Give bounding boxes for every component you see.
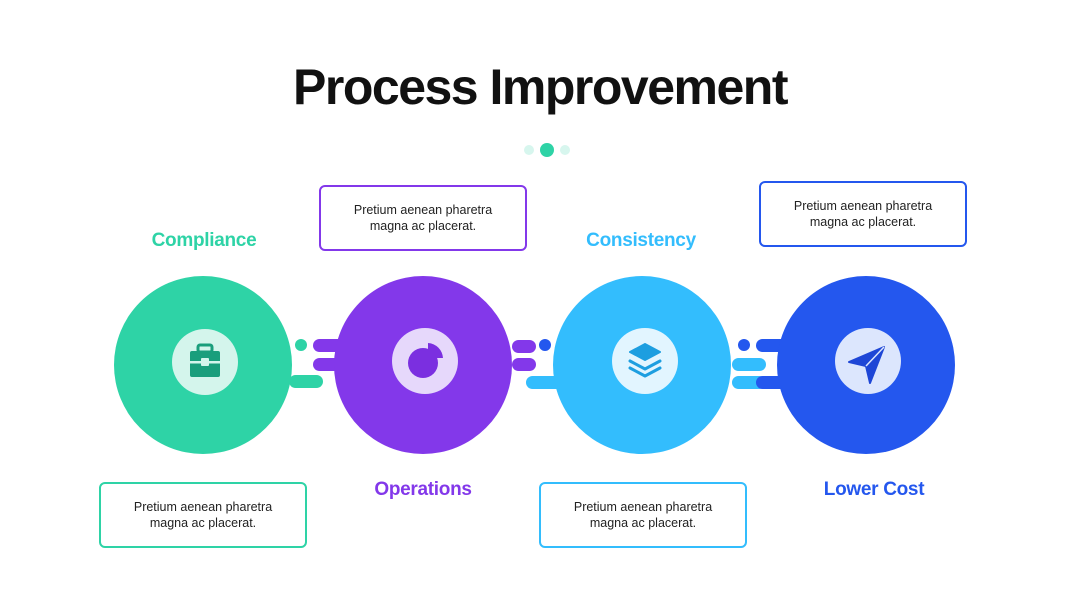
step-node-operations: [334, 276, 512, 454]
indicator-dot-active: [540, 143, 554, 157]
step-node-compliance: [114, 276, 292, 454]
step-label-lower-cost: Lower Cost: [823, 479, 925, 500]
step-label-compliance: Compliance: [151, 230, 257, 251]
step-label-consistency: Consistency: [586, 230, 696, 251]
paper-plane-icon: [848, 346, 885, 384]
indicator-dot: [524, 145, 534, 155]
indicator-dot: [560, 145, 570, 155]
step-node-lower-cost: [777, 276, 955, 454]
page-title: Process Improvement: [293, 59, 788, 115]
connector-2: [512, 339, 566, 389]
step-description-consistency: Pretium aenean pharetra magna ac placera…: [539, 482, 747, 548]
layers-icon: [628, 343, 662, 378]
slide-indicator: [524, 143, 570, 157]
step-label-operations: Operations: [374, 479, 472, 500]
step-description-operations: Pretium aenean pharetra magna ac placera…: [319, 185, 527, 251]
pie-chart-icon: [408, 343, 443, 378]
step-node-consistency: [553, 276, 731, 454]
step-description-lower-cost: Pretium aenean pharetra magna ac placera…: [759, 181, 967, 247]
step-description-compliance: Pretium aenean pharetra magna ac placera…: [99, 482, 307, 548]
briefcase-icon: [190, 343, 220, 377]
